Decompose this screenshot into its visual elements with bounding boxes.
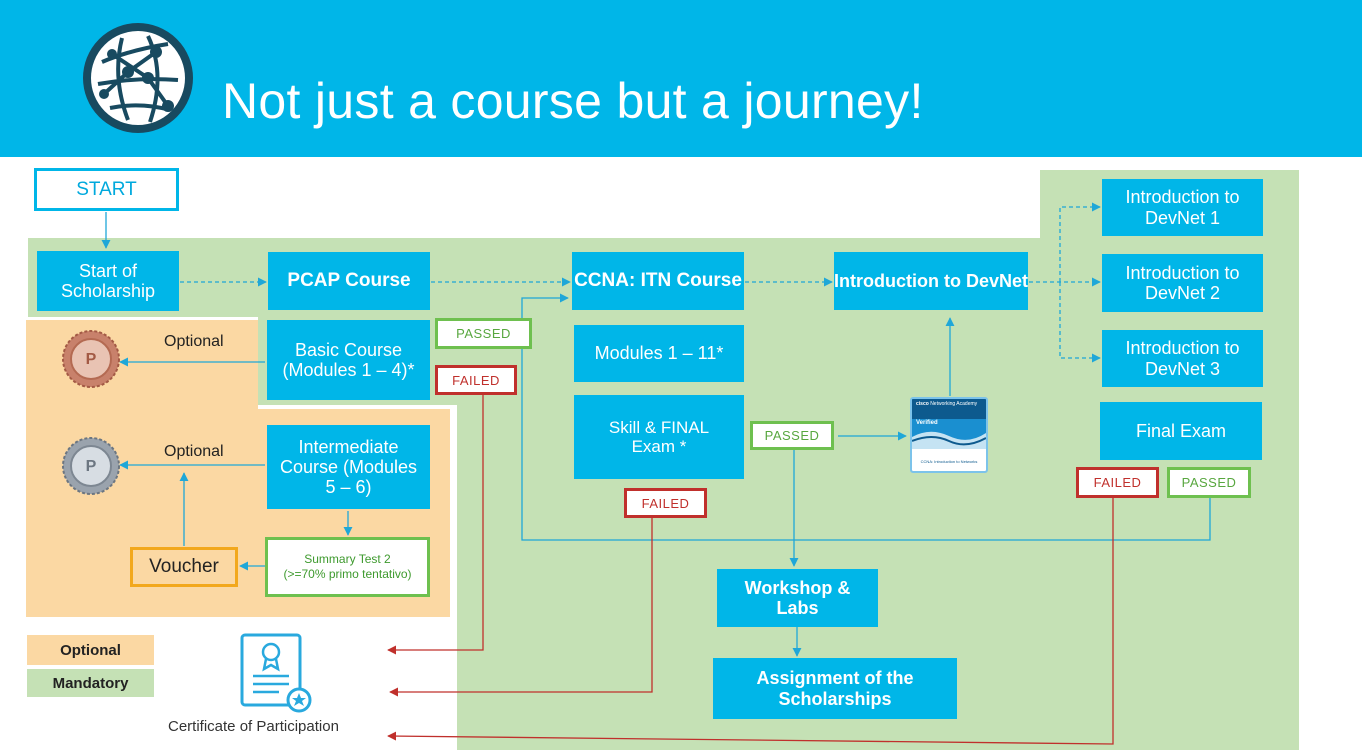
wave-icon: [912, 431, 986, 449]
badge-course-label: CCNA: Introduction to Networks: [912, 449, 986, 471]
failed-tag: FAILED: [624, 488, 707, 518]
start-node: START: [34, 168, 179, 211]
failed-tag: FAILED: [1076, 467, 1159, 498]
failed-tag: FAILED: [435, 365, 517, 395]
badge-verified-label: Verified: [916, 420, 938, 426]
legend-optional: Optional: [27, 635, 154, 665]
skill-final-exam-box: Skill & FINAL Exam *: [574, 395, 744, 479]
ccna-itn-course-box: CCNA: ITN Course: [572, 252, 744, 310]
optional-label: Optional: [164, 333, 224, 350]
intro-devnet-1-box: Introduction to DevNet 1: [1102, 179, 1263, 236]
svg-text:P: P: [86, 458, 97, 475]
final-exam-box: Final Exam: [1100, 402, 1262, 460]
intro-devnet-3-box: Introduction to DevNet 3: [1102, 330, 1263, 387]
pcap-course-box: PCAP Course: [268, 252, 430, 310]
basic-course-box: Basic Course (Modules 1 – 4)*: [267, 320, 430, 400]
start-of-scholarship-box: Start of Scholarship: [37, 251, 179, 311]
intro-devnet-box: Introduction to DevNet: [834, 252, 1028, 310]
page-title: Not just a course but a journey!: [222, 73, 924, 129]
passed-tag: PASSED: [750, 421, 834, 450]
workshop-labs-box: Workshop & Labs: [717, 569, 878, 627]
legend-mandatory: Mandatory: [27, 669, 154, 697]
header-banner: [0, 0, 1362, 157]
certificate-label: Certificate of Participation: [168, 718, 339, 735]
assignment-scholarships-box: Assignment of the Scholarships: [713, 658, 957, 719]
certificate-icon: [240, 633, 312, 713]
summary-test-box: Summary Test 2 (>=70% primo tentativo): [265, 537, 430, 597]
intermediate-course-box: Intermediate Course (Modules 5 – 6): [267, 425, 430, 509]
passed-tag: PASSED: [1167, 467, 1251, 498]
modules-1-11-box: Modules 1 – 11*: [574, 325, 744, 382]
badge-cisco-label: cisco: [916, 401, 929, 407]
optional-label: Optional: [164, 443, 224, 460]
voucher-box: Voucher: [130, 547, 238, 587]
silver-badge-icon: P: [62, 437, 120, 495]
svg-text:P: P: [86, 351, 97, 368]
passed-tag: PASSED: [435, 318, 532, 349]
badge-header: cisco Networking Academy: [912, 399, 986, 419]
bronze-badge-icon: P: [62, 330, 120, 388]
badge-academy-label: Networking Academy: [930, 401, 978, 407]
globe-network-icon: [83, 23, 193, 133]
verified-badge: cisco Networking Academy Verified CCNA: …: [910, 397, 988, 473]
intro-devnet-2-box: Introduction to DevNet 2: [1102, 254, 1263, 312]
